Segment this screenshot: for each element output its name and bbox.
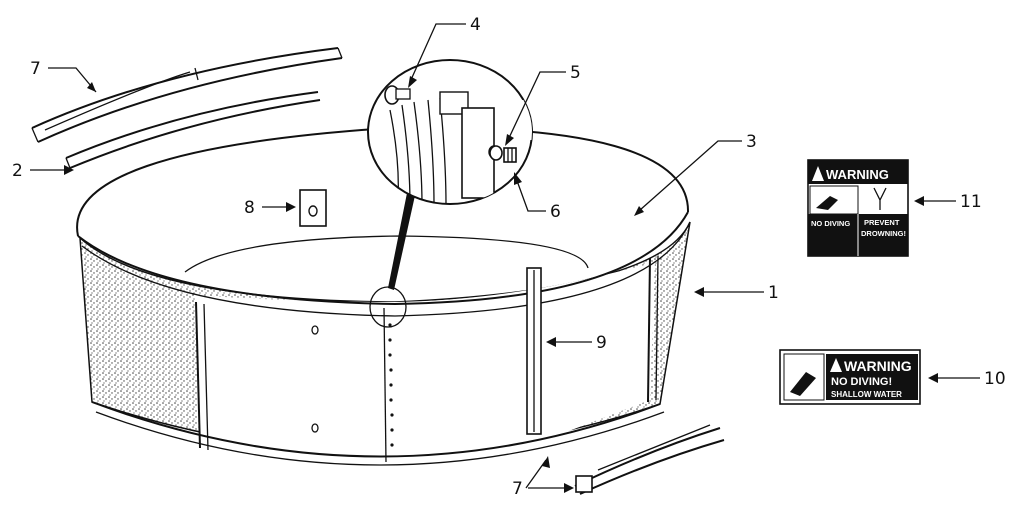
fastener-detail [367, 59, 533, 205]
callout-5: 5 [570, 63, 581, 83]
bracket-part-8 [299, 189, 327, 227]
callout-8: 8 [244, 198, 255, 218]
washer-part-5 [489, 145, 503, 161]
sign11-header: WARNING [826, 167, 889, 182]
callout-6: 6 [550, 202, 561, 222]
leader-lines [30, 23, 980, 493]
callout-7-top: 7 [30, 59, 41, 79]
callout-1: 1 [768, 283, 779, 303]
swimmer-icon [873, 187, 887, 210]
callout-4: 4 [470, 15, 481, 35]
bottom-rail-part-7 [574, 424, 725, 495]
callout-7-bottom: 7 [512, 479, 523, 499]
sign11-right-text-1: PREVENT [864, 218, 900, 227]
diver-icon [790, 372, 816, 396]
sign10-line2: SHALLOW WATER [831, 390, 902, 399]
nut-part-6 [503, 147, 517, 163]
diver-icon [816, 196, 838, 210]
warning-triangle-icon [830, 358, 842, 372]
seam-holes [388, 323, 394, 447]
bolt-part-4 [384, 85, 411, 105]
sign10-header: WARNING [844, 358, 912, 374]
top-rail-part-7 [31, 47, 343, 143]
bottom-ledge-part-2 [65, 91, 321, 169]
sign11-left-text: NO DIVING [811, 219, 850, 228]
callout-3: 3 [746, 132, 757, 152]
warning-sign-part-10: WARNING NO DIVING! SHALLOW WATER [779, 349, 921, 405]
sign11-right-text-2: DROWNING! [861, 229, 906, 238]
warning-triangle-icon [812, 166, 824, 181]
warning-sign-part-11: WARNING NO DIVING PREVENT DROWNING! [807, 159, 909, 257]
sign10-line1: NO DIVING! [831, 376, 892, 388]
detail-connector [369, 178, 418, 328]
callout-10: 10 [984, 369, 1006, 389]
upright-part-9 [526, 267, 542, 435]
callout-2: 2 [12, 161, 23, 181]
callout-9: 9 [596, 333, 607, 353]
callout-11: 11 [960, 192, 982, 212]
